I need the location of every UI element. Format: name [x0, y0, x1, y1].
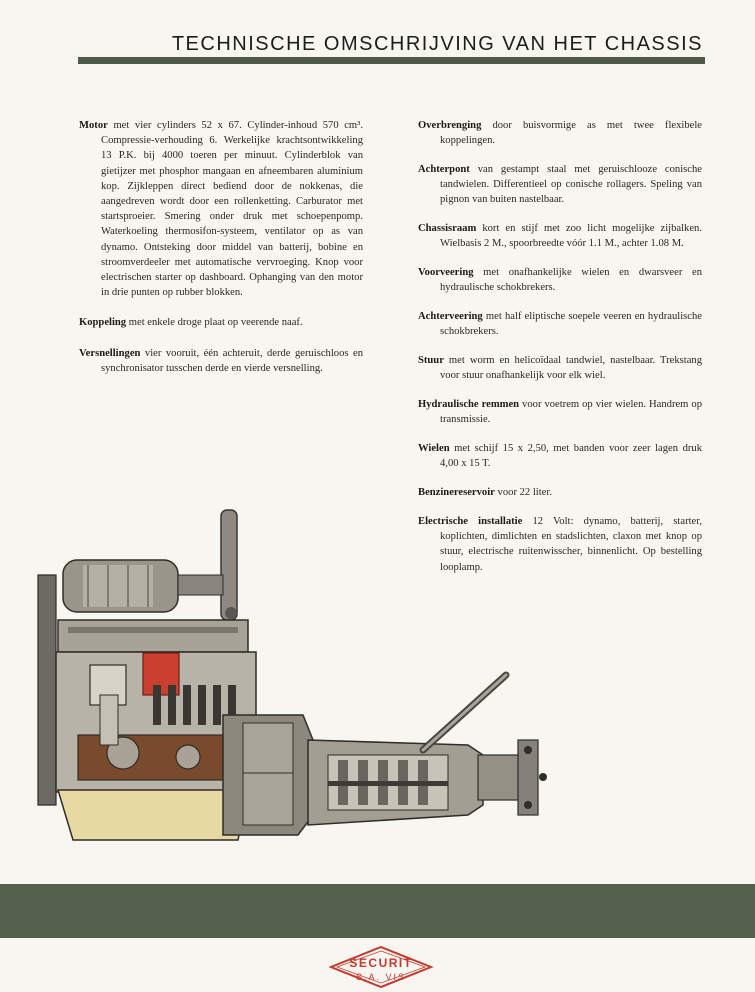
- spec-achterveering: Achterveering met half eliptische soepel…: [418, 309, 702, 339]
- right-column: Overbrenging door buisvormige as met twe…: [418, 118, 702, 588]
- cylinder-head: [57, 619, 249, 653]
- spec-label: Achterveering: [418, 311, 483, 323]
- spec-label: Achterpont: [418, 164, 470, 175]
- spec-motor: Motor met vier cylinders 52 x 67. Cylind…: [79, 118, 363, 300]
- spec-stuur: Stuur met worm en helicoïdaal tandwiel, …: [418, 353, 702, 383]
- spec-text: voor 22 liter.: [497, 487, 552, 499]
- spec-text: van gestampt staal met geruischlooze con…: [440, 164, 702, 206]
- output-housing: [477, 739, 547, 816]
- diamond-logo-icon: [328, 945, 434, 989]
- spec-text: met worm en helicoïdaal tandwiel, nastel…: [440, 355, 702, 382]
- page-title: TECHNISCHE OMSCHRIJVING VAN HET CHASSIS: [171, 33, 703, 55]
- securit-logo: SECURIT S.A. VIS: [328, 945, 434, 989]
- spec-label: Wielen: [418, 443, 450, 455]
- spec-achterpont: Achterpont van gestampt staal met geruis…: [418, 162, 702, 208]
- spec-label: Motor: [79, 120, 108, 131]
- spec-label: Hydraulische remmen: [418, 399, 520, 411]
- logo-word: SECURIT: [349, 956, 413, 970]
- dynamo-icon: [62, 559, 224, 613]
- fan-belt: [37, 574, 57, 806]
- spec-label: Chassisraam: [418, 223, 477, 235]
- spec-remmen: Hydraulische remmen voor voetrem op vier…: [418, 397, 702, 427]
- footer-band: [0, 884, 755, 938]
- spec-versnellingen: Versnellingen vier vooruit, één achterui…: [79, 346, 363, 376]
- gear-lever: [419, 671, 510, 754]
- spec-chassisraam: Chassisraam kort en stijf met zoo licht …: [418, 221, 702, 251]
- valve-train: [153, 685, 236, 725]
- spec-text: 12 Volt: dynamo, batterij, starter, kopl…: [440, 516, 702, 573]
- spec-electrische-installatie: Electrische installatie 12 Volt: dynamo,…: [418, 514, 702, 575]
- oil-sump: [56, 789, 249, 841]
- spec-benzinereservoir: Benzinereservoir voor 22 liter.: [418, 485, 702, 500]
- gearbox: [307, 739, 484, 826]
- spec-label: Koppeling: [79, 317, 127, 329]
- spec-label: Voorveering: [418, 267, 474, 279]
- spec-text: kort en stijf met zoo licht mogelijke zi…: [440, 223, 702, 250]
- spec-voorveering: Voorveering met onafhankelijke wielen en…: [418, 265, 702, 295]
- left-column: Motor met vier cylinders 52 x 67. Cylind…: [79, 118, 363, 391]
- spec-text: voor voetrem op vier wielen. Handrem op …: [440, 399, 702, 426]
- spec-label: Stuur: [418, 355, 444, 367]
- clutch-housing: [222, 714, 314, 836]
- spec-label: Electrische installatie: [418, 516, 523, 527]
- spec-label: Versnellingen: [79, 347, 141, 359]
- spec-label: Benzinereservoir: [418, 487, 495, 499]
- spec-text: vier vooruit, één achteruit, derde gerui…: [101, 347, 363, 374]
- spec-text: door buisvormige as met twee flexibele k…: [440, 120, 702, 147]
- engine-block: [55, 651, 257, 793]
- spec-koppeling: Koppeling met enkele droge plaat op veer…: [79, 315, 363, 330]
- engine-cutaway-illustration: [37, 509, 547, 841]
- spec-text: met onafhankelijke wielen en dwarsveer e…: [440, 267, 702, 294]
- spec-overbrenging: Overbrenging door buisvormige as met twe…: [418, 118, 702, 148]
- spec-text: met schijf 15 x 2,50, met banden voor ze…: [440, 443, 702, 470]
- spec-text: met enkele droge plaat op veerende naaf.: [128, 317, 303, 329]
- spec-label: Overbrenging: [418, 120, 482, 131]
- title-rule: [78, 57, 705, 64]
- spec-text: met half eliptische soepele veeren en hy…: [440, 311, 702, 338]
- spec-text: met vier cylinders 52 x 67. Cylinder-inh…: [101, 120, 364, 299]
- logo-subtext: S.A. VIS: [355, 972, 406, 982]
- spec-wielen: Wielen met schijf 15 x 2,50, met banden …: [418, 441, 702, 471]
